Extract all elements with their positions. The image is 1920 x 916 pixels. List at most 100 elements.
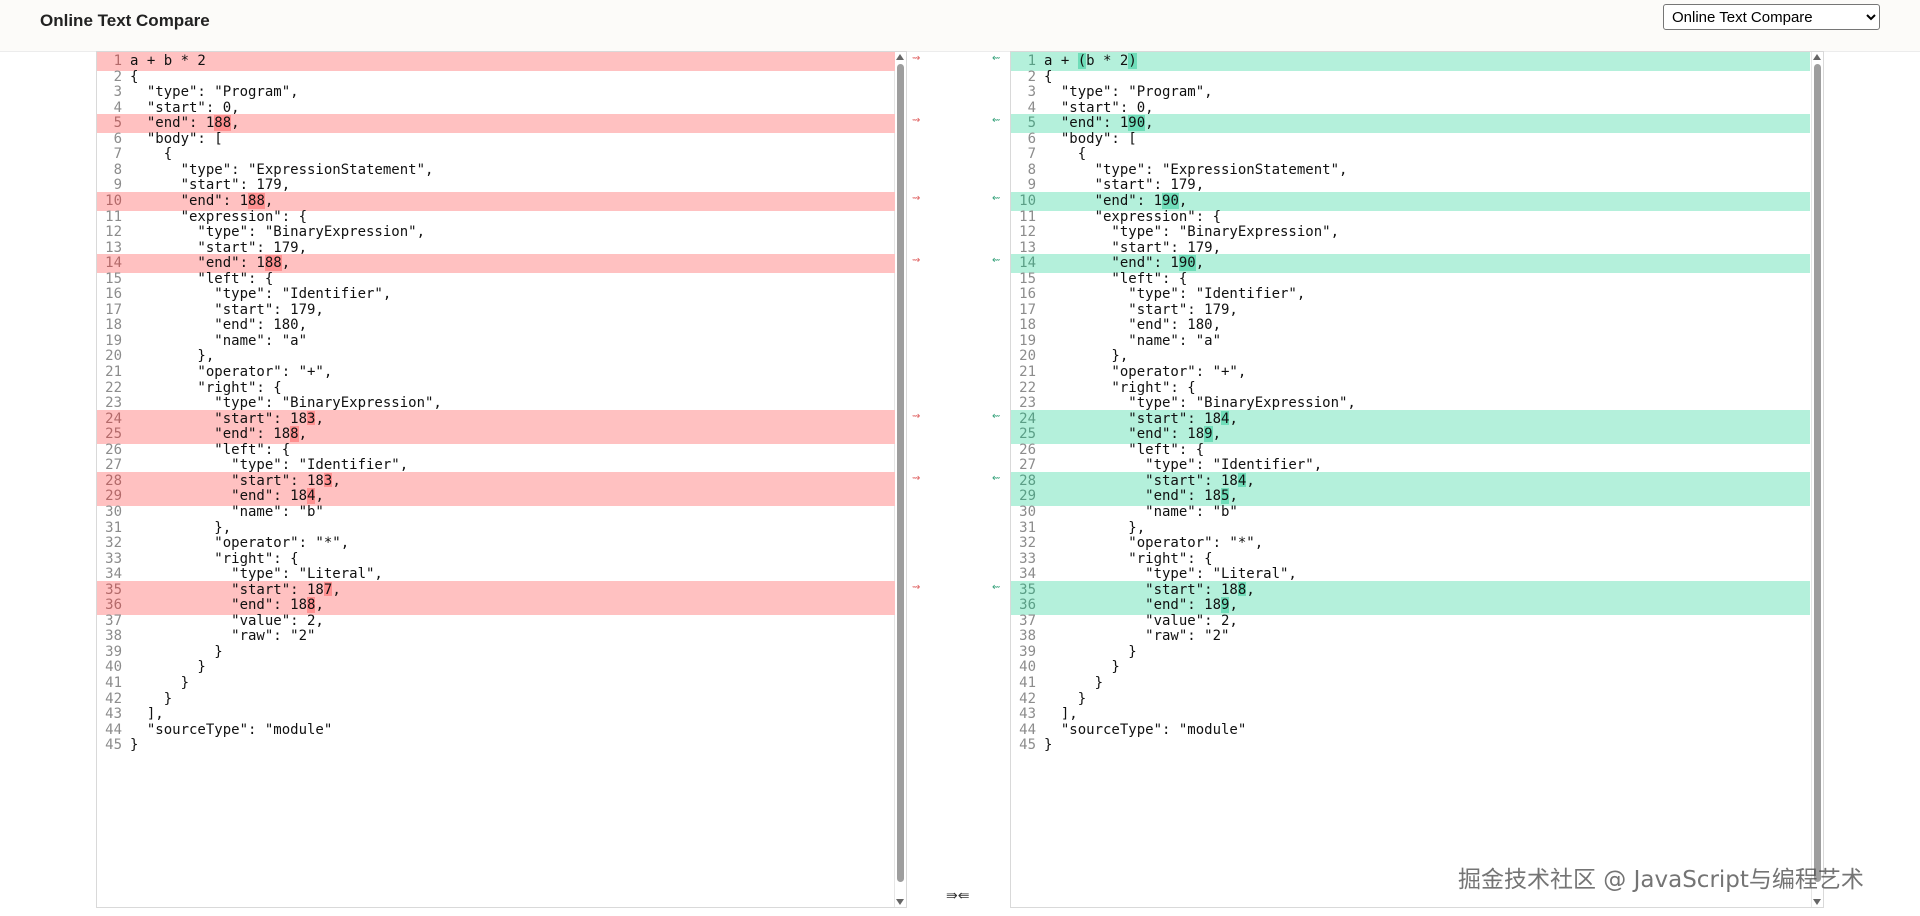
swap-sides-button[interactable]: ⇛⇚	[946, 888, 970, 904]
left-code-line[interactable]: 29 "end": 184,	[97, 487, 895, 507]
right-code-line[interactable]: 21 "operator": "+",	[1011, 363, 1810, 382]
left-code-line[interactable]: 20 },	[97, 347, 895, 366]
right-code-line[interactable]: 30 "name": "b"	[1011, 503, 1810, 522]
right-code-line[interactable]: 32 "operator": "*",	[1011, 534, 1810, 553]
copy-to-right-icon[interactable]: ⇝	[912, 581, 921, 593]
left-code-line[interactable]: 31 },	[97, 519, 895, 538]
copy-to-right-icon[interactable]: ⇝	[912, 115, 921, 127]
left-code-line[interactable]: 34 "type": "Literal",	[97, 565, 895, 584]
right-code-line[interactable]: 38 "raw": "2"	[1011, 627, 1810, 646]
left-code-line[interactable]: 5 "end": 188,	[97, 114, 895, 134]
left-code-line[interactable]: 22 "right": {	[97, 379, 895, 398]
left-code-line[interactable]: 25 "end": 188,	[97, 425, 895, 445]
right-code-line[interactable]: 45}	[1011, 736, 1810, 755]
copy-to-right-icon[interactable]: ⇝	[912, 53, 921, 64]
left-code-line[interactable]: 8 "type": "ExpressionStatement",	[97, 161, 895, 180]
right-code-line[interactable]: 11 "expression": {	[1011, 208, 1810, 227]
left-code-line[interactable]: 38 "raw": "2"	[97, 627, 895, 646]
left-code-line[interactable]: 7 {	[97, 145, 895, 164]
right-code-line[interactable]: 6 "body": [	[1011, 130, 1810, 149]
right-code-line[interactable]: 43 ],	[1011, 705, 1810, 724]
left-code-line[interactable]: 21 "operator": "+",	[97, 363, 895, 382]
right-code-line[interactable]: 9 "start": 179,	[1011, 176, 1810, 195]
copy-to-right-icon[interactable]: ⇝	[912, 255, 921, 267]
left-code-line[interactable]: 24 "start": 183,	[97, 409, 895, 429]
copy-to-left-icon[interactable]: ⇜	[992, 255, 1001, 267]
left-code-line[interactable]: 17 "start": 179,	[97, 301, 895, 320]
left-code-line[interactable]: 39 }	[97, 643, 895, 662]
right-code-line[interactable]: 28 "start": 184,	[1011, 471, 1810, 491]
right-code-line[interactable]: 23 "type": "BinaryExpression",	[1011, 394, 1810, 413]
right-code-line[interactable]: 10 "end": 190,	[1011, 191, 1810, 211]
left-code-line[interactable]: 26 "left": {	[97, 441, 895, 460]
left-code-line[interactable]: 23 "type": "BinaryExpression",	[97, 394, 895, 413]
right-code-line[interactable]: 24 "start": 184,	[1011, 409, 1810, 429]
left-code-line[interactable]: 16 "type": "Identifier",	[97, 285, 895, 304]
left-code-line[interactable]: 9 "start": 179,	[97, 176, 895, 195]
right-code-line[interactable]: 5 "end": 190,	[1011, 114, 1810, 134]
left-code-line[interactable]: 18 "end": 180,	[97, 316, 895, 335]
copy-to-right-icon[interactable]: ⇝	[912, 472, 921, 484]
left-code-line[interactable]: 40 }	[97, 658, 895, 677]
left-code-line[interactable]: 13 "start": 179,	[97, 239, 895, 258]
right-code-line[interactable]: 36 "end": 189,	[1011, 596, 1810, 616]
right-code-line[interactable]: 31 },	[1011, 519, 1810, 538]
right-code-line[interactable]: 4 "start": 0,	[1011, 99, 1810, 118]
left-code-line[interactable]: 14 "end": 188,	[97, 254, 895, 274]
mode-select[interactable]: Online Text Compare	[1663, 4, 1880, 30]
right-code-line[interactable]: 35 "start": 188,	[1011, 580, 1810, 600]
right-code-line[interactable]: 8 "type": "ExpressionStatement",	[1011, 161, 1810, 180]
right-code-line[interactable]: 3 "type": "Program",	[1011, 83, 1810, 102]
left-code-line[interactable]: 41 }	[97, 674, 895, 693]
scroll-down-arrow-icon[interactable]	[1813, 899, 1821, 905]
left-code-line[interactable]: 30 "name": "b"	[97, 503, 895, 522]
right-code-line[interactable]: 37 "value": 2,	[1011, 612, 1810, 631]
right-code-line[interactable]: 29 "end": 185,	[1011, 487, 1810, 507]
right-code-line[interactable]: 44 "sourceType": "module"	[1011, 721, 1810, 740]
right-code-line[interactable]: 16 "type": "Identifier",	[1011, 285, 1810, 304]
right-code-line[interactable]: 33 "right": {	[1011, 550, 1810, 569]
scroll-up-arrow-icon[interactable]	[896, 54, 904, 60]
copy-to-right-icon[interactable]: ⇝	[912, 410, 921, 422]
copy-to-left-icon[interactable]: ⇜	[992, 115, 1001, 127]
left-code-line[interactable]: 43 ],	[97, 705, 895, 724]
right-code-line[interactable]: 19 "name": "a"	[1011, 332, 1810, 351]
left-code-line[interactable]: 35 "start": 187,	[97, 580, 895, 600]
right-code-line[interactable]: 18 "end": 180,	[1011, 316, 1810, 335]
copy-to-left-icon[interactable]: ⇜	[992, 472, 1001, 484]
right-code-line[interactable]: 27 "type": "Identifier",	[1011, 456, 1810, 475]
copy-to-right-icon[interactable]: ⇝	[912, 192, 921, 204]
right-code-line[interactable]: 14 "end": 190,	[1011, 254, 1810, 274]
right-code-line[interactable]: 13 "start": 179,	[1011, 239, 1810, 258]
right-code-line[interactable]: 26 "left": {	[1011, 441, 1810, 460]
right-code-line[interactable]: 25 "end": 189,	[1011, 425, 1810, 445]
left-code-line[interactable]: 36 "end": 188,	[97, 596, 895, 616]
left-code-line[interactable]: 12 "type": "BinaryExpression",	[97, 223, 895, 242]
left-code-line[interactable]: 3 "type": "Program",	[97, 83, 895, 102]
left-code-line[interactable]: 4 "start": 0,	[97, 99, 895, 118]
left-code-line[interactable]: 44 "sourceType": "module"	[97, 721, 895, 740]
left-scroll-thumb[interactable]	[897, 64, 904, 882]
right-code-line[interactable]: 41 }	[1011, 674, 1810, 693]
left-code-line[interactable]: 15 "left": {	[97, 270, 895, 289]
right-code-line[interactable]: 2{	[1011, 68, 1810, 87]
copy-to-left-icon[interactable]: ⇜	[992, 53, 1001, 64]
left-code-line[interactable]: 45}	[97, 736, 895, 755]
right-code-line[interactable]: 39 }	[1011, 643, 1810, 662]
right-code-line[interactable]: 34 "type": "Literal",	[1011, 565, 1810, 584]
left-code-line[interactable]: 42 }	[97, 690, 895, 709]
right-code-line[interactable]: 17 "start": 179,	[1011, 301, 1810, 320]
left-code-line[interactable]: 11 "expression": {	[97, 208, 895, 227]
left-code-line[interactable]: 37 "value": 2,	[97, 612, 895, 631]
right-code-line[interactable]: 22 "right": {	[1011, 379, 1810, 398]
left-code-line[interactable]: 32 "operator": "*",	[97, 534, 895, 553]
right-code-line[interactable]: 40 }	[1011, 658, 1810, 677]
left-code-line[interactable]: 28 "start": 183,	[97, 471, 895, 491]
copy-to-left-icon[interactable]: ⇜	[992, 192, 1001, 204]
left-code-line[interactable]: 19 "name": "a"	[97, 332, 895, 351]
left-code-line[interactable]: 10 "end": 188,	[97, 191, 895, 211]
